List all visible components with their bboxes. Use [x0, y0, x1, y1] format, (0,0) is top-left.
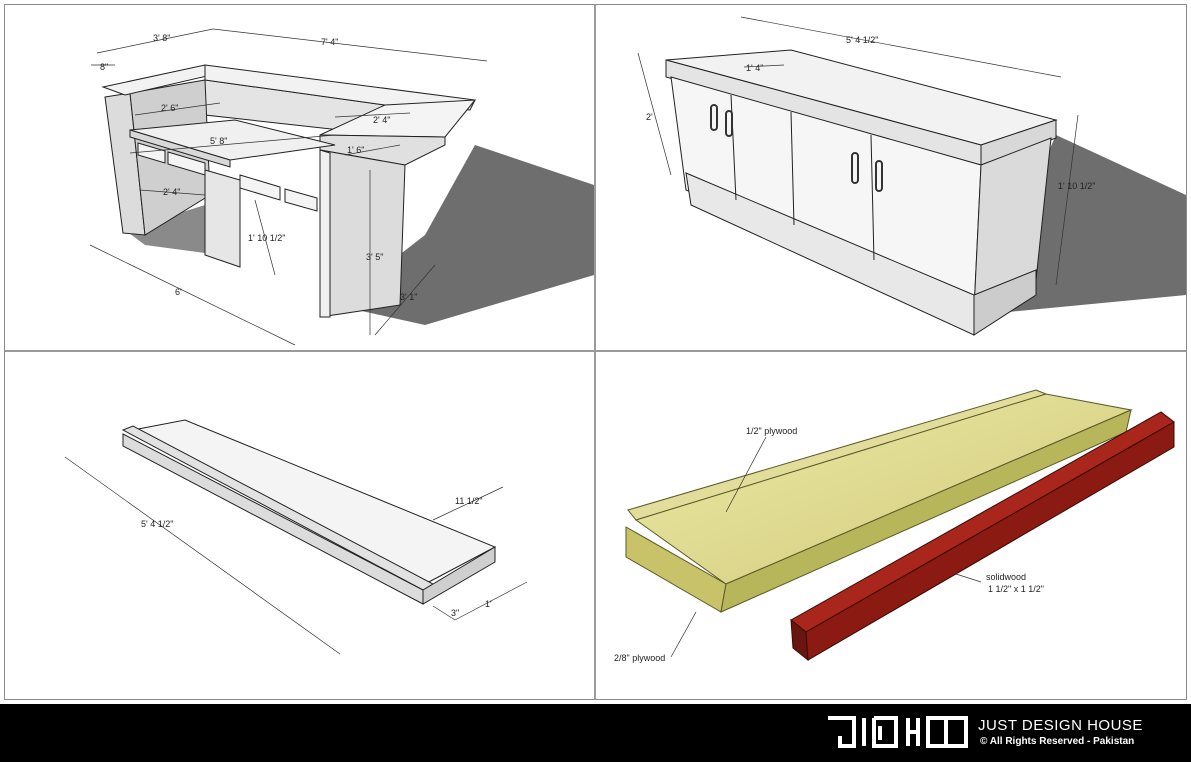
cabinet-drawing: 5' 4 1/2" 1' 4" 2' 1' 10 1/2"	[637, 16, 1186, 336]
cabinet-dim-3: 2'	[646, 112, 653, 122]
jdh-logo-icon	[828, 716, 968, 748]
cabinet-dimension-lines	[637, 16, 1079, 286]
shelf-dim-3: 3"	[451, 608, 459, 618]
material-label-solidwood: solidwood	[986, 572, 1026, 582]
handle-icon[interactable]	[851, 152, 859, 184]
material-label-solidwood-size: 1 1/2" x 1 1/2"	[988, 584, 1044, 594]
dim-label-5: 2' 4"	[373, 115, 390, 125]
shelf-drawing: 5' 4 1/2" 11 1/2" 3" 1'	[64, 419, 528, 655]
brand-rights: © All Rights Reserved - Pakistan	[980, 736, 1135, 747]
dim-label-11: 6'	[175, 287, 182, 297]
handle-icon[interactable]	[875, 160, 883, 192]
dim-label-12: 3' 1"	[400, 292, 417, 302]
shelf-materials-drawing: 1/2" plywood solidwood 1 1/2" x 1 1/2" 2…	[614, 389, 1175, 663]
cabinet-plinth-side	[973, 269, 1037, 336]
cabinet-top-side-edge	[980, 119, 1057, 166]
dim-label-1: 3' 8"	[153, 33, 170, 43]
desk-pedestal	[204, 169, 241, 268]
material-leader-lines	[670, 436, 982, 658]
reception-desk-drawing: 3' 8" 7' 4" 8" 2' 6" 2' 4" 5' 8" 1' 6" 2…	[89, 28, 594, 346]
vertical-divider	[594, 4, 596, 700]
cabinet-dim-2: 1' 4"	[746, 63, 763, 73]
desk-drawer-1	[137, 142, 166, 164]
cabinet-dim-4: 1' 10 1/2"	[1058, 181, 1095, 191]
shelf-end	[422, 546, 496, 605]
cabinet-dim-1: 5' 4 1/2"	[846, 35, 878, 45]
desk-drawer-4	[284, 188, 318, 212]
shelf-dim-4: 1'	[485, 599, 492, 609]
footer-bar: JUST DESIGN HOUSE © All Rights Reserved …	[0, 704, 1191, 762]
desk-dimension-lines	[89, 28, 488, 346]
dim-label-3: 8"	[100, 62, 108, 72]
dim-label-8: 2' 4"	[163, 187, 180, 197]
brand-name: JUST DESIGN HOUSE	[978, 717, 1143, 734]
handle-icon[interactable]	[725, 110, 733, 137]
desk-shadow-left	[125, 205, 220, 255]
shelf-dim-1: 5' 4 1/2"	[141, 519, 173, 529]
dim-label-10: 3' 5"	[366, 252, 383, 262]
desk-right-front	[319, 149, 331, 318]
horizontal-divider	[4, 350, 1187, 352]
shelf-dimension-lines	[64, 456, 528, 655]
panel-shelf-materials: 1/2" plywood solidwood 1 1/2" x 1 1/2" 2…	[596, 352, 1186, 699]
dim-label-2: 7' 4"	[321, 37, 338, 47]
dim-label-9: 1' 10 1/2"	[248, 233, 285, 243]
cabinet-handles	[710, 104, 883, 192]
solidwood-side	[805, 421, 1175, 661]
sheet-border	[4, 4, 1187, 700]
material-label-plywood-28: 2/8" plywood	[614, 653, 665, 663]
panel-cabinet: 5' 4 1/2" 1' 4" 2' 1' 10 1/2"	[596, 5, 1186, 350]
handle-icon[interactable]	[710, 104, 718, 131]
panel-shelf: 5' 4 1/2" 11 1/2" 3" 1'	[5, 352, 594, 699]
shelf-dim-2: 11 1/2"	[455, 496, 483, 506]
panel-reception-desk: 3' 8" 7' 4" 8" 2' 6" 2' 4" 5' 8" 1' 6" 2…	[5, 5, 594, 350]
drawing-sheet: 3' 8" 7' 4" 8" 2' 6" 2' 4" 5' 8" 1' 6" 2…	[4, 4, 1187, 700]
dim-label-4: 2' 6"	[161, 103, 178, 113]
dim-label-6: 5' 8"	[210, 136, 227, 146]
material-label-plywood-half: 1/2" plywood	[746, 426, 797, 436]
dim-label-7: 1' 6"	[347, 145, 364, 155]
